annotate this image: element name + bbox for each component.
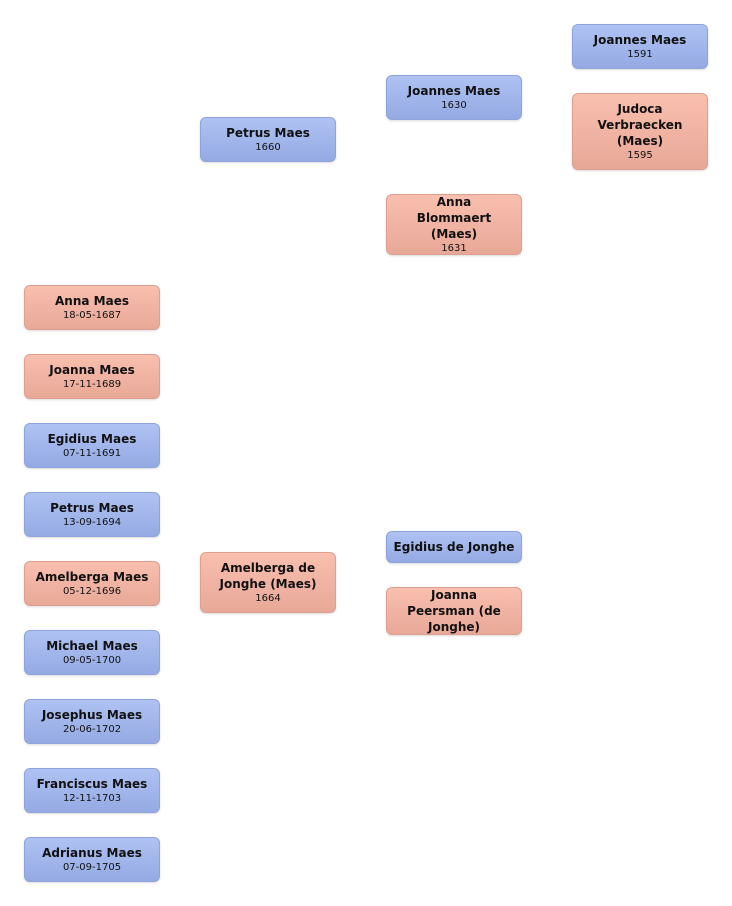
- person-date: 1591: [627, 49, 653, 60]
- person-name: Anna Maes: [55, 294, 129, 308]
- person-name: Josephus Maes: [41, 708, 143, 722]
- person-card-child[interactable]: Franciscus Maes 12-11-1703: [24, 768, 160, 813]
- person-date: 1664: [255, 593, 281, 604]
- person-name: Franciscus Maes: [36, 777, 148, 791]
- person-name: Amelberga Maes: [35, 570, 149, 584]
- person-date: 12-11-1703: [62, 793, 122, 804]
- person-date: 07-09-1705: [62, 862, 122, 873]
- person-date: 05-12-1696: [62, 586, 122, 597]
- person-name: Egidius Maes: [47, 432, 137, 446]
- person-name: Michael Maes: [46, 639, 138, 653]
- person-name: Judoca Verbraecken (Maes): [597, 102, 683, 148]
- person-name: Egidius de Jonghe: [393, 540, 515, 554]
- person-card-child[interactable]: Amelberga Maes 05-12-1696: [24, 561, 160, 606]
- person-date: 09-05-1700: [62, 655, 122, 666]
- person-card-child[interactable]: Michael Maes 09-05-1700: [24, 630, 160, 675]
- person-card-anna-blommaert[interactable]: Anna Blommaert (Maes) 1631: [386, 194, 522, 255]
- person-card-child[interactable]: Adrianus Maes 07-09-1705: [24, 837, 160, 882]
- person-name: Petrus Maes: [50, 501, 134, 515]
- person-name: Joanna Peersman (de Jonghe): [407, 588, 501, 634]
- person-name: Petrus Maes: [226, 126, 310, 140]
- person-name: Anna Blommaert (Maes): [416, 195, 492, 241]
- person-card-joannes-maes-1591[interactable]: Joannes Maes 1591: [572, 24, 708, 69]
- person-name: Adrianus Maes: [42, 846, 142, 860]
- person-date: 17-11-1689: [62, 379, 122, 390]
- person-card-joanna-peersman[interactable]: Joanna Peersman (de Jonghe): [386, 587, 522, 635]
- person-card-joannes-maes-1630[interactable]: Joannes Maes 1630: [386, 75, 522, 120]
- person-card-judoca-verbraecken[interactable]: Judoca Verbraecken (Maes) 1595: [572, 93, 708, 170]
- person-card-child[interactable]: Egidius Maes 07-11-1691: [24, 423, 160, 468]
- person-date: 1630: [441, 100, 467, 111]
- person-date: 1631: [441, 243, 467, 254]
- person-name: Joannes Maes: [407, 84, 501, 98]
- person-date: 20-06-1702: [62, 724, 122, 735]
- person-card-child[interactable]: Petrus Maes 13-09-1694: [24, 492, 160, 537]
- person-name: Joannes Maes: [593, 33, 687, 47]
- person-card-child[interactable]: Anna Maes 18-05-1687: [24, 285, 160, 330]
- person-date: 13-09-1694: [62, 517, 122, 528]
- person-name: Joanna Maes: [49, 363, 135, 377]
- person-date: 18-05-1687: [62, 310, 122, 321]
- person-card-egidius-de-jonghe[interactable]: Egidius de Jonghe: [386, 531, 522, 563]
- person-card-child[interactable]: Joanna Maes 17-11-1689: [24, 354, 160, 399]
- person-date: 1660: [255, 142, 281, 153]
- person-date: 07-11-1691: [62, 448, 122, 459]
- person-card-petrus-maes-1660[interactable]: Petrus Maes 1660: [200, 117, 336, 162]
- person-card-amelberga-de-jonghe[interactable]: Amelberga de Jonghe (Maes) 1664: [200, 552, 336, 613]
- person-card-child[interactable]: Josephus Maes 20-06-1702: [24, 699, 160, 744]
- person-name: Amelberga de Jonghe (Maes): [219, 561, 317, 591]
- person-date: 1595: [627, 150, 653, 161]
